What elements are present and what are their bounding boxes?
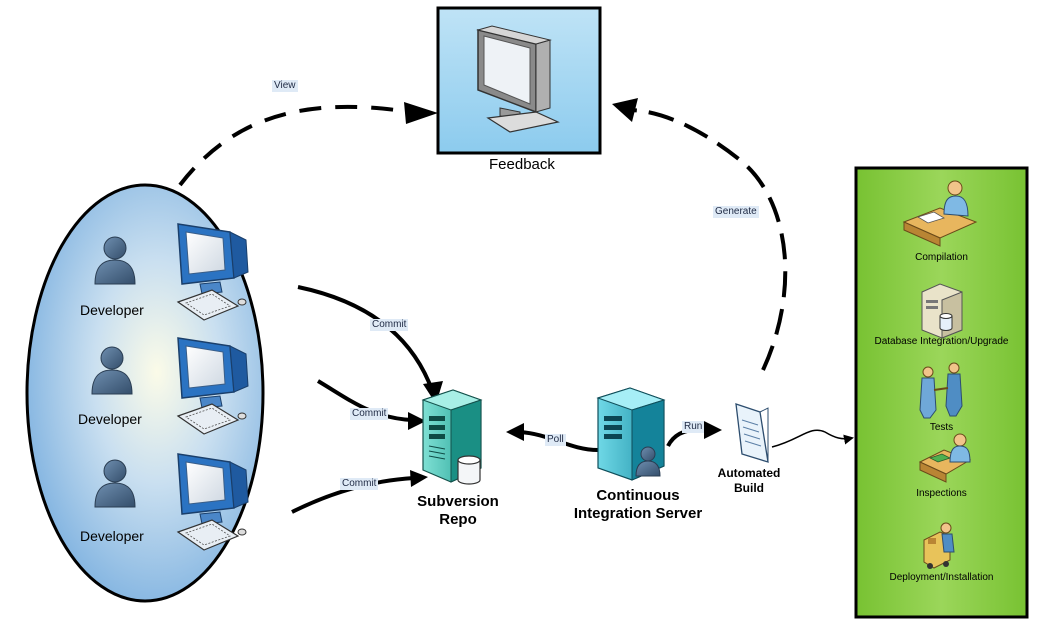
build-step-deployment: Deployment/Installation: [889, 572, 994, 583]
run-edge-label: Run: [682, 421, 705, 433]
subversion-repo-label-line1: Subversion: [417, 493, 499, 510]
monitor-icon: [476, 25, 560, 133]
commit-edge-label-2: Commit: [350, 408, 389, 420]
subversion-repo-node: [422, 389, 482, 485]
computer-icon: [177, 223, 249, 321]
view-arrowhead: [404, 102, 438, 124]
commit-arrowhead-1: [423, 381, 443, 404]
run-arrowhead: [704, 421, 722, 439]
subversion-repo-label: Subversion Repo: [411, 493, 505, 529]
commit-edge-label-1: Commit: [370, 319, 409, 331]
inspection-desk-icon: [918, 433, 972, 483]
admin-person-icon: [635, 446, 661, 477]
build-step-inspections: Inspections: [916, 488, 967, 499]
ci-server-label: Continuous Integration Server: [560, 487, 716, 523]
compilation-icon: [902, 180, 978, 247]
build-step-compilation: Compilation: [915, 252, 968, 263]
commit-arrowhead-3: [410, 470, 428, 487]
subversion-repo-label-line2: Repo: [439, 511, 477, 528]
computer-icon: [177, 337, 249, 435]
feedback-label: Feedback: [489, 156, 555, 173]
ci-server-node: [596, 387, 666, 481]
poll-arrowhead: [506, 423, 524, 441]
build-step-tests: Tests: [929, 422, 954, 433]
database-server-icon: [921, 283, 963, 339]
automated-build-label-line1: Automated: [717, 466, 781, 480]
commit-edge-1: [297, 285, 434, 391]
view-edge: [178, 104, 411, 187]
forklift-icon: [923, 522, 955, 569]
database-icon: [457, 455, 481, 485]
build-to-steps-edge: [771, 429, 854, 448]
automated-build-node: [735, 403, 769, 463]
developer-label-1: Developer: [80, 302, 144, 318]
computer-icon: [177, 453, 249, 551]
commit-edge-2: [316, 379, 413, 422]
build-step-database-integration: Database Integration/Upgrade: [874, 336, 1009, 347]
poll-edge-label: Poll: [545, 434, 566, 446]
developer-label-2: Developer: [78, 411, 142, 427]
generate-arrowhead: [612, 98, 638, 122]
view-edge-label: View: [272, 80, 298, 92]
generate-edge: [627, 108, 788, 371]
commit-edge-label-3: Commit: [340, 478, 379, 490]
ci-server-label-line2: Integration Server: [573, 505, 703, 522]
generate-edge-label: Generate: [713, 206, 759, 218]
commit-arrowhead-2: [408, 412, 426, 430]
developer-label-3: Developer: [80, 528, 144, 544]
automated-build-label-line2: Build: [734, 481, 764, 495]
ci-server-label-line1: Continuous: [596, 487, 680, 504]
handshake-icon: [919, 362, 963, 419]
document-icon: [735, 403, 769, 463]
feedback-node: [436, 6, 602, 155]
automated-build-label: Automated Build: [706, 466, 792, 496]
